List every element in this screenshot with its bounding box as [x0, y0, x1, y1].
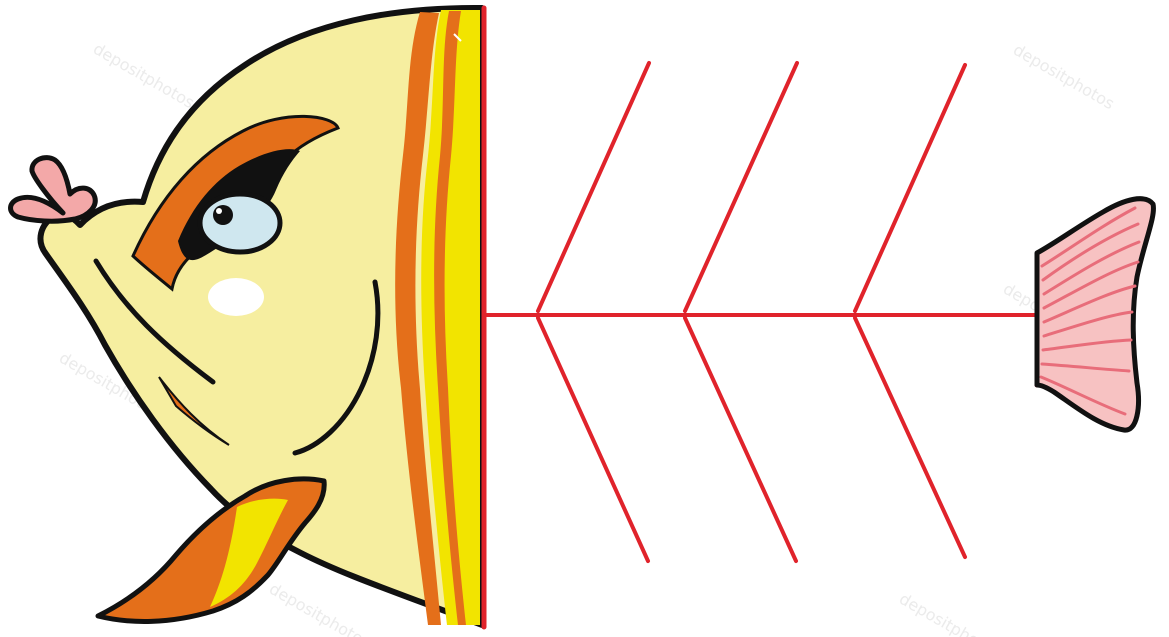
watermark-text: depositphotos [1010, 40, 1118, 113]
bone-upper-1 [538, 63, 649, 311]
fish-lips [11, 158, 96, 222]
fish-tail-outline [1037, 199, 1153, 430]
watermark-text: depositphotos [266, 579, 374, 637]
bone-upper-2 [685, 63, 797, 311]
fishbone-lines [484, 8, 1044, 627]
fish-eye [200, 194, 280, 252]
bone-lower-2 [685, 318, 796, 561]
watermark-text: depositphotos [90, 39, 198, 112]
fish-tail-icon [1037, 199, 1153, 430]
bone-lower-3 [855, 318, 965, 557]
bone-lower-1 [538, 318, 648, 561]
fish-head-icon [11, 8, 483, 625]
bone-upper-3 [855, 65, 965, 311]
fish-pupil-highlight [216, 208, 222, 214]
fish-cheek [208, 278, 264, 316]
fish-pupil [213, 205, 233, 225]
watermark-text: depositphotos [896, 589, 1004, 637]
